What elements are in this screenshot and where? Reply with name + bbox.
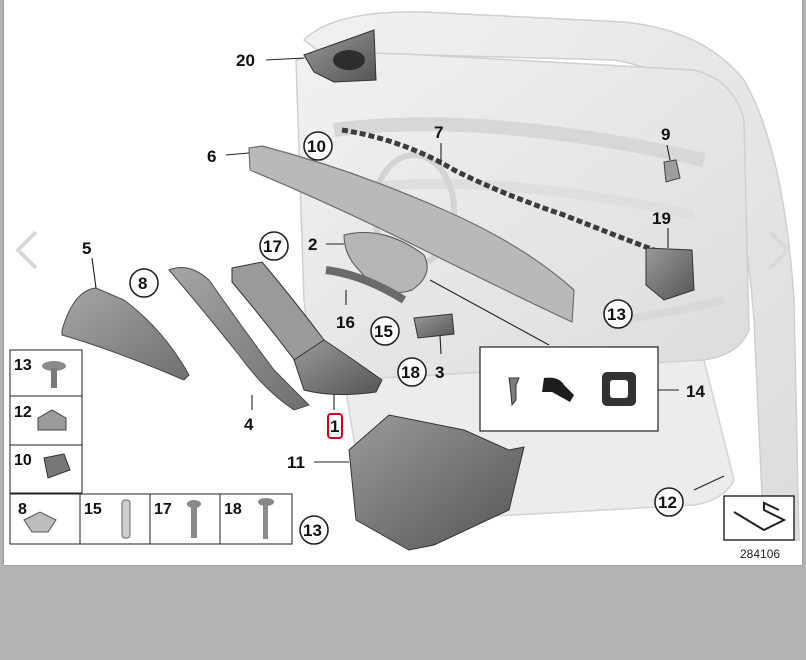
viewer-backdrop: [0, 566, 806, 660]
diagram-canvas: 20 6 7 9 19 2 5 4 3 16 11 14 1: [9, 11, 800, 561]
part-1-armrest: [293, 339, 383, 396]
callout-9: 9: [661, 125, 670, 144]
callout-3: 3: [435, 363, 444, 382]
legend-8: 8: [18, 501, 27, 518]
part-5-trim-panel: [61, 287, 190, 381]
part-7-wire-harness: [341, 127, 655, 253]
callout-7: 7: [434, 123, 443, 142]
legend-10: 10: [14, 452, 32, 469]
parts-diagram: 20 6 7 9 19 2 5 4 3 16 11 14 1: [4, 0, 802, 565]
circled-callout-12: 12: [658, 493, 677, 512]
callout-20: 20: [236, 51, 255, 70]
callout-6: 6: [207, 147, 216, 166]
reference-number: 284106: [740, 547, 780, 561]
legend-17: 17: [154, 501, 172, 518]
circled-callout-18: 18: [401, 363, 420, 382]
part-11-storage-pocket: [348, 414, 525, 551]
circled-callout-13-lower: 13: [303, 521, 322, 540]
callout-1-highlight: [327, 413, 343, 439]
part-14-inset: [479, 346, 659, 432]
chevron-right-icon: [768, 230, 791, 270]
part-3-switch: [413, 313, 455, 339]
circled-callout-13-upper: 13: [607, 305, 626, 324]
part-19-bracket: [645, 247, 695, 301]
part-2-door-handle: [343, 232, 428, 293]
leader-lines: [91, 57, 725, 491]
fastener-legend: [9, 349, 293, 545]
part-6-trim-strip: [248, 145, 575, 323]
chevron-left-icon: [15, 230, 38, 270]
callout-5: 5: [82, 239, 91, 258]
callout-16: 16: [336, 313, 355, 332]
legend-12: 12: [14, 404, 32, 421]
next-image-button[interactable]: [762, 228, 796, 272]
previous-image-button[interactable]: [10, 228, 44, 272]
circled-callout-8: 8: [138, 274, 147, 293]
callout-2: 2: [308, 235, 317, 254]
circled-callout-17: 17: [263, 237, 282, 256]
callout-1: 1: [330, 417, 339, 436]
callout-4: 4: [244, 415, 254, 434]
legend-13: 13: [14, 357, 32, 374]
reference-arrow-box: [723, 495, 795, 541]
part-4-armrest-trim: [168, 267, 310, 411]
callout-11: 11: [287, 453, 305, 472]
circled-callout-15: 15: [374, 322, 393, 341]
callout-19: 19: [652, 209, 671, 228]
circled-callout-10: 10: [307, 137, 326, 156]
callout-14: 14: [686, 382, 705, 401]
legend-15: 15: [84, 501, 102, 518]
legend-icons: [23, 361, 274, 539]
legend-18: 18: [224, 501, 242, 518]
circled-callouts: [129, 131, 684, 545]
part-9-clip: [663, 159, 681, 183]
